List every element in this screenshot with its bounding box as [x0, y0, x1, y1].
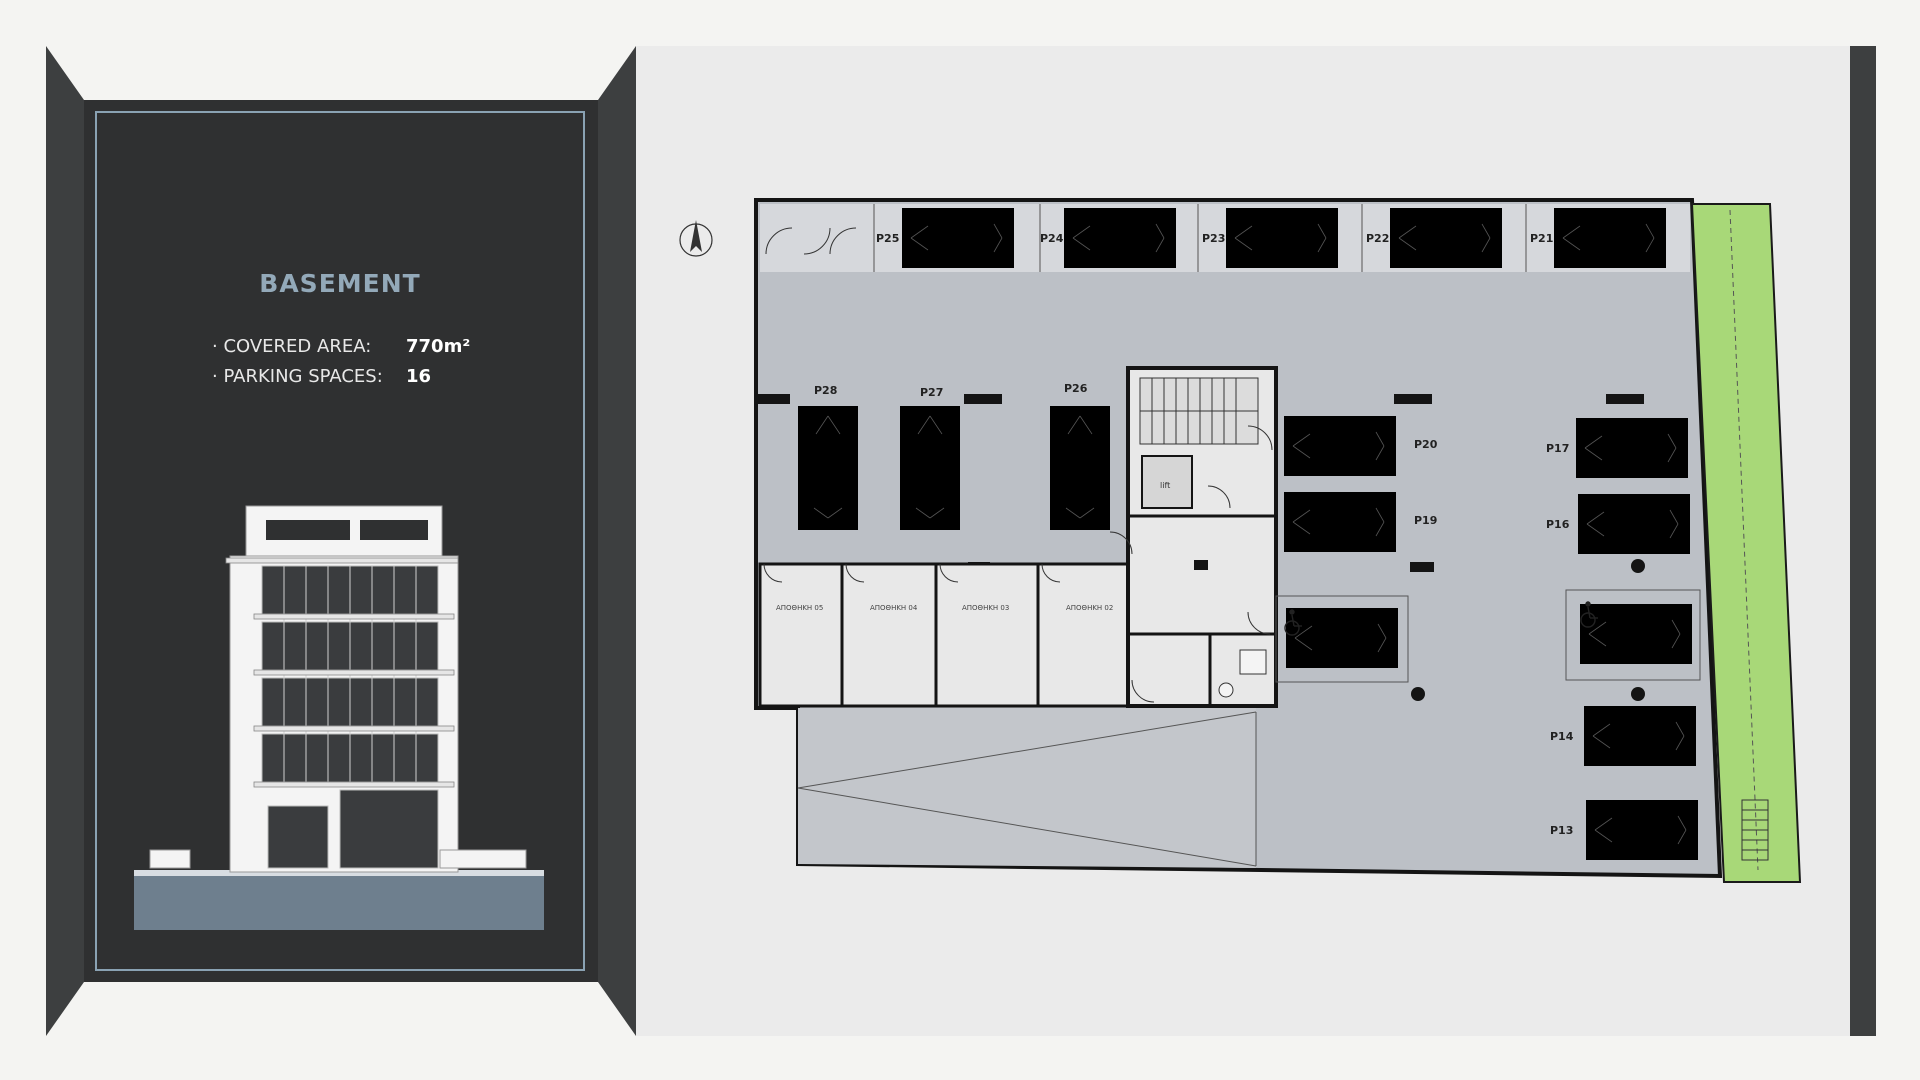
- panel-right-flap: [598, 46, 636, 1036]
- car-icon: [1585, 799, 1699, 861]
- building-slabs: [225, 557, 459, 788]
- car-icon: [1575, 417, 1689, 479]
- spot-label-p19: P19: [1414, 514, 1437, 527]
- car-icon: [1225, 207, 1339, 269]
- car-icon: [1389, 207, 1503, 269]
- plan-sheet-right-edge: [1850, 46, 1876, 1036]
- car-icon: [797, 405, 859, 531]
- panel-title: BASEMENT: [259, 269, 420, 298]
- car-icon: [1049, 405, 1111, 531]
- lift-label: lift: [1160, 481, 1170, 490]
- spot-label-p16: P16: [1546, 518, 1570, 531]
- storage-label-02: ΑΠΟΘΗΚΗ 02: [1066, 604, 1113, 612]
- spot-label-p13: P13: [1550, 824, 1573, 837]
- north-arrow-icon: [679, 220, 713, 257]
- spec-covered-area-label: · COVERED AREA:: [212, 336, 371, 357]
- storage-label-05: ΑΠΟΘΗΚΗ 05: [776, 604, 823, 612]
- spec-parking-label: · PARKING SPACES:: [212, 366, 383, 387]
- car-icon: [1285, 607, 1399, 669]
- car-icon: [1283, 415, 1397, 477]
- stairs-icon: [1741, 799, 1769, 861]
- spec-parking-value: 16: [406, 366, 431, 387]
- lift-shaft: [1141, 455, 1193, 509]
- info-panel: BASEMENT · COVERED AREA: 770m² · PARKING…: [46, 46, 636, 1036]
- storage-label-04: ΑΠΟΘΗΚΗ 04: [870, 604, 918, 612]
- panel-inner-border: [95, 111, 585, 971]
- spot-label-p22: P22: [1366, 232, 1389, 245]
- spot-label-p21: P21: [1530, 232, 1553, 245]
- car-icon: [1553, 207, 1667, 269]
- panel-left-flap: [46, 46, 84, 1036]
- spot-label-p26: P26: [1064, 382, 1088, 395]
- storage-label-03: ΑΠΟΘΗΚΗ 03: [962, 604, 1009, 612]
- building-elevation: [134, 505, 544, 930]
- car-icon: [1063, 207, 1177, 269]
- green-strip: [1690, 203, 1802, 883]
- building-ground-section: [134, 876, 544, 930]
- spot-label-p28: P28: [814, 384, 837, 397]
- car-icon: [1283, 491, 1397, 553]
- spot-label-p17: P17: [1546, 442, 1569, 455]
- spot-label-p20: P20: [1414, 438, 1438, 451]
- spot-label-p25: P25: [876, 232, 899, 245]
- car-icon: [899, 405, 961, 531]
- car-icon: [1579, 603, 1693, 665]
- stairs-icon: [1139, 377, 1259, 445]
- spec-covered-area-value: 770m²: [406, 336, 470, 357]
- car-icon: [901, 207, 1015, 269]
- floor-plan: P25 P24 P23 P22 P21 P28 P27 P26: [754, 198, 1802, 883]
- wheelchair-icon: [1580, 601, 1598, 628]
- ramp-area: [798, 708, 1256, 868]
- spot-label-p27: P27: [920, 386, 943, 399]
- door-swing-icon: [765, 227, 857, 255]
- spot-label-p24: P24: [1040, 232, 1064, 245]
- car-icon: [1577, 493, 1691, 555]
- accessible-bay: [1275, 595, 1409, 683]
- wheelchair-icon: [1284, 609, 1302, 636]
- car-icon: [1583, 705, 1697, 767]
- storage-rooms: ΑΠΟΘΗΚΗ 05 ΑΠΟΘΗΚΗ 04 ΑΠΟΘΗΚΗ 03 ΑΠΟΘΗΚΗ…: [758, 562, 1132, 708]
- building-core: lift: [1109, 366, 1278, 708]
- spot-label-p14: P14: [1550, 730, 1574, 743]
- spot-label-p23: P23: [1202, 232, 1225, 245]
- accessible-bay-right: [1565, 589, 1701, 681]
